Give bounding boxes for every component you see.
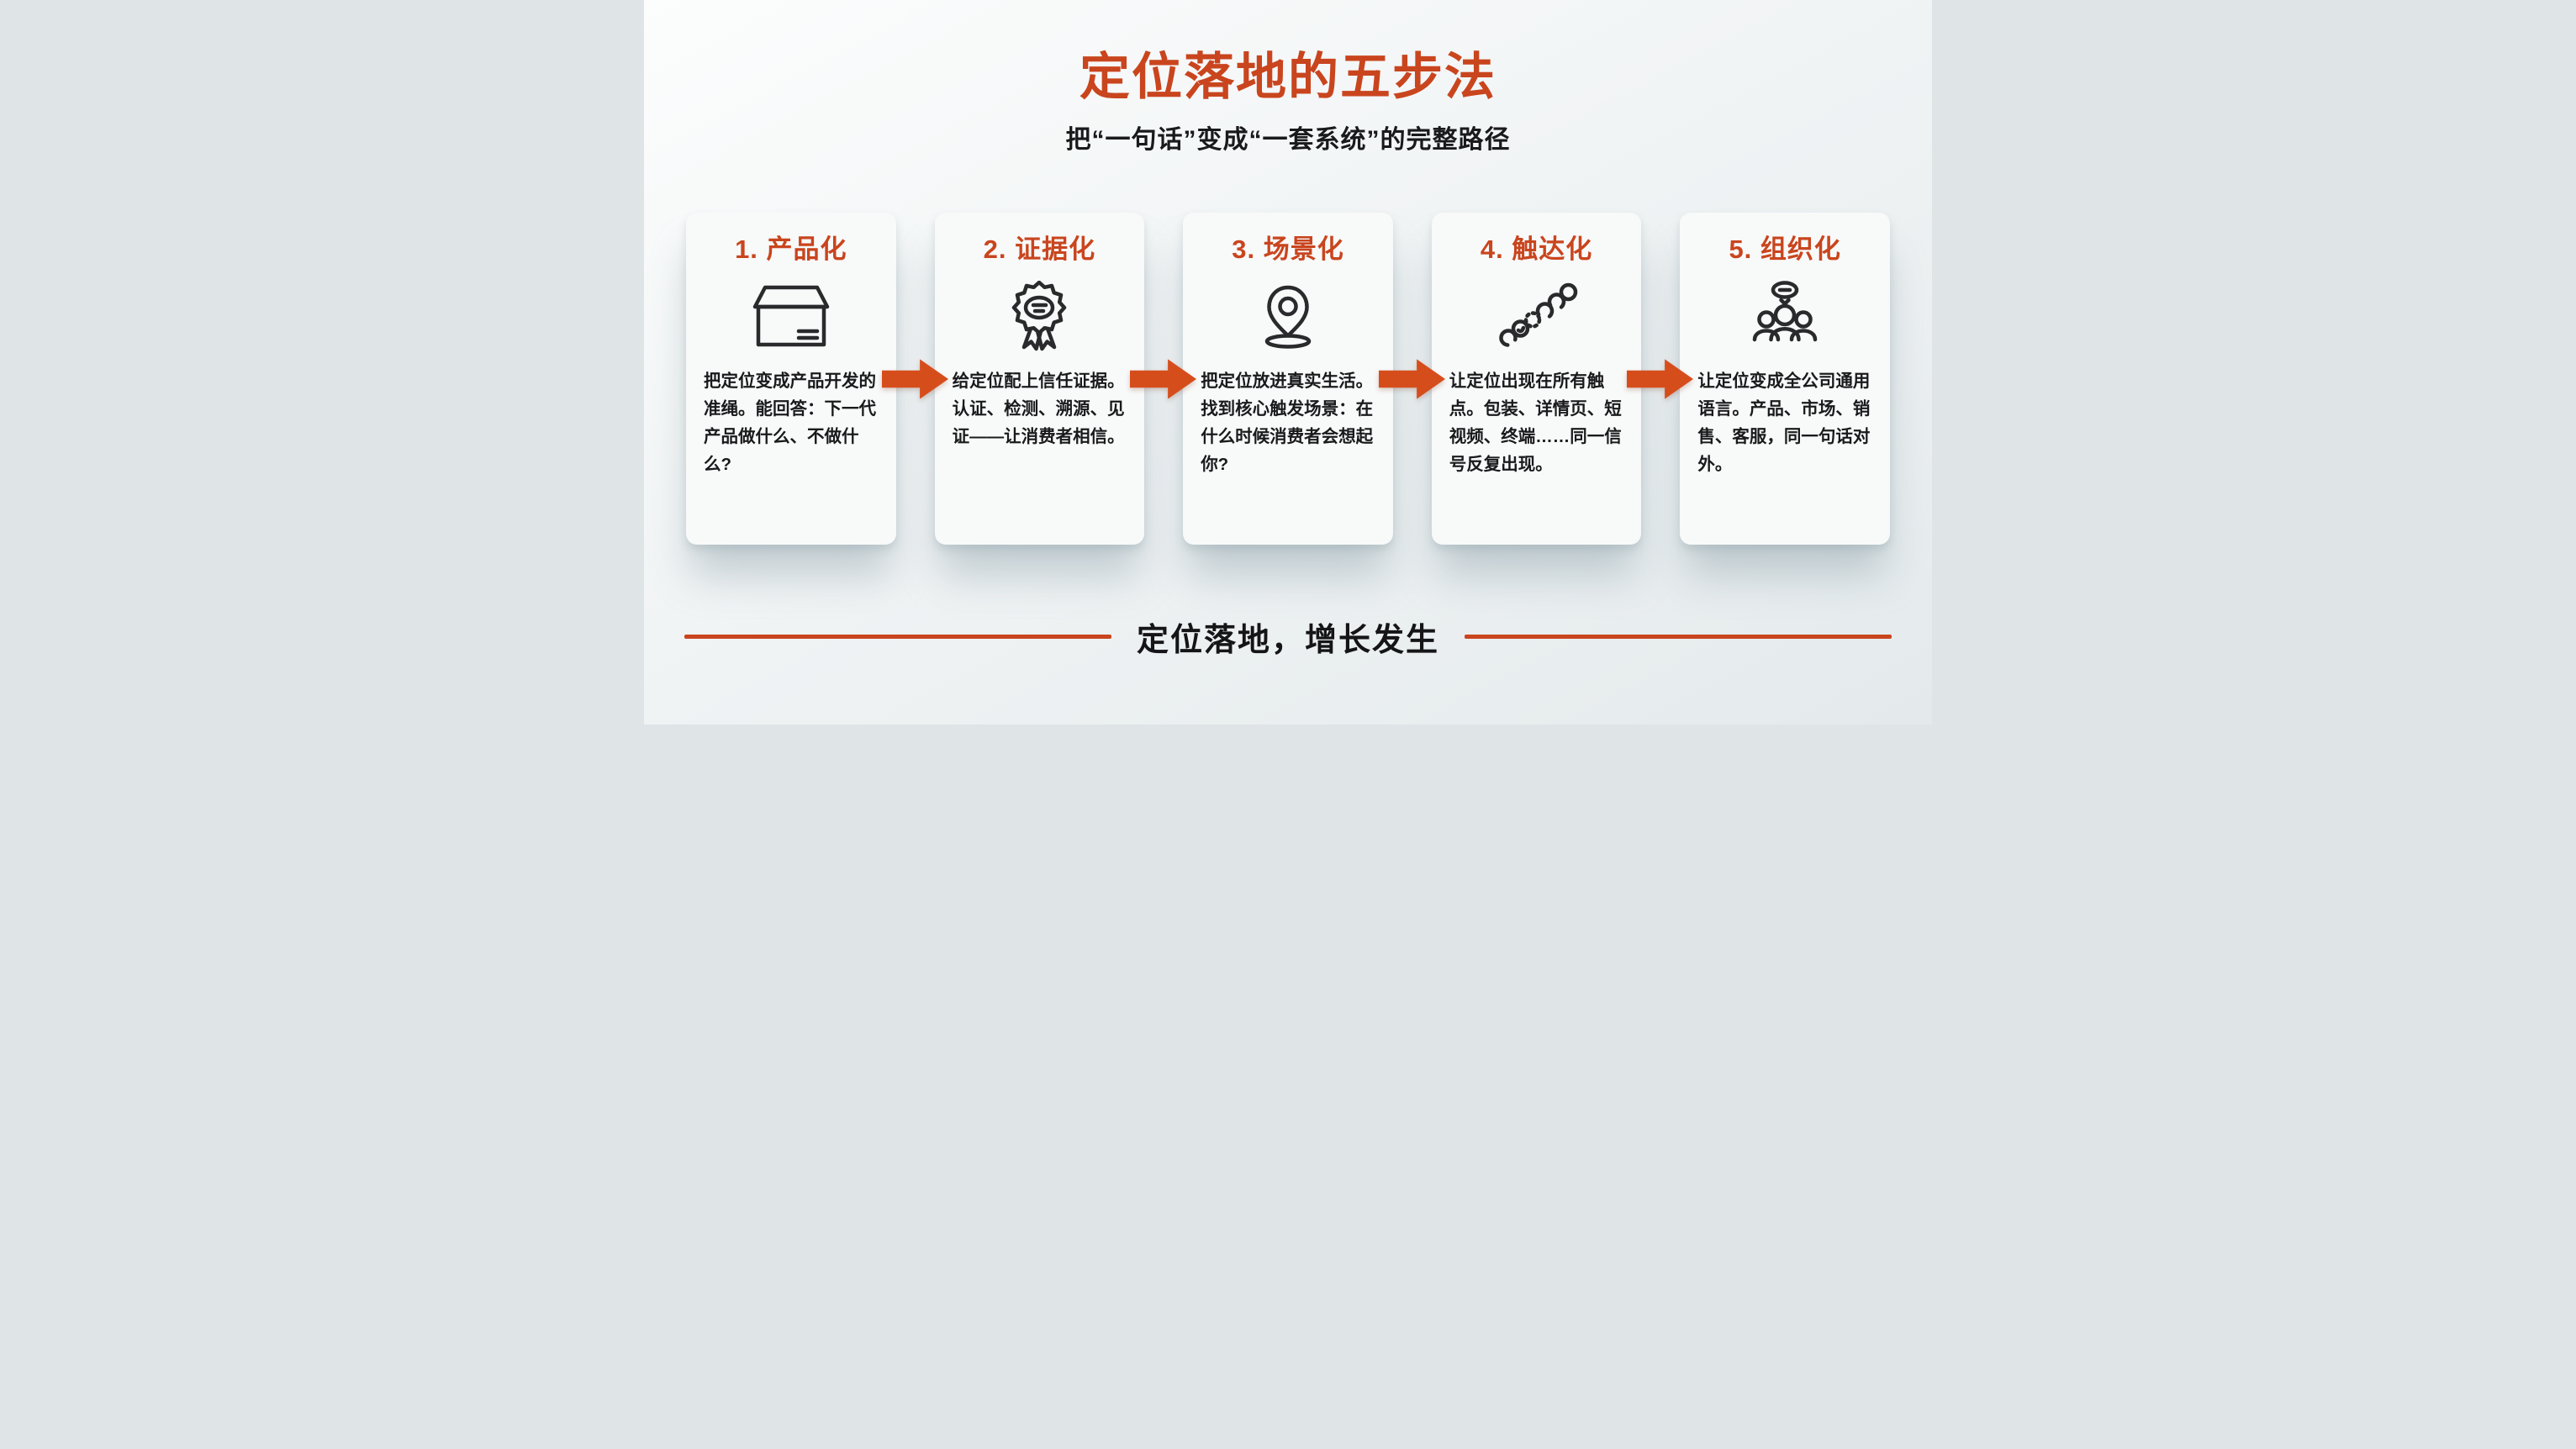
step-description: 给定位配上信任证据。认证、检测、溯源、见证——让消费者相信。 [952,371,1125,446]
divider-line-left [684,635,1111,639]
team-speech-icon [1697,265,1872,367]
step-description: 把定位放进真实生活。找到核心触发场景：在什么时候消费者会想起你? [1201,371,1374,474]
arrow-right-icon [1627,358,1694,399]
footer-slogan: 定位落地，增长发生 [1137,623,1440,658]
arrow-slot [1130,213,1197,545]
step-description: 把定位变成产品开发的准绳。能回答：下一代产品做什么、不做什么? [704,371,876,474]
step-title: 4. 触达化 [1480,234,1593,264]
step-title: 1. 产品化 [735,234,847,264]
header: 定位落地的五步法 把“一句话”变成“一套系统”的完整路径 [644,0,1932,155]
location-pin-icon [1201,265,1375,367]
arrow-slot [881,213,948,545]
divider-line-right [1465,635,1892,639]
touchpoints-chain-icon [1449,265,1624,367]
arrow-right-icon [1130,358,1197,399]
step-card-organize: 5. 组织化 让定位变成全公司通用语言。产品、市场、销售、客服，同一句话对外。 [1680,213,1890,545]
step-description: 让定位出现在所有触点。包装、详情页、短视频、终端……同一信号反复出现。 [1449,371,1622,474]
step-title: 5. 组织化 [1729,234,1841,264]
step-card-scenario: 3. 场景化 把定位放进真实生活。找到核心触发场景：在什么时候消费者会想起你? [1183,213,1393,545]
arrow-slot [1627,213,1694,545]
page-title: 定位落地的五步法 [1079,49,1497,105]
footer: 定位落地，增长发生 [644,614,1932,660]
award-ribbon-icon [953,265,1127,367]
step-card-touchpoints: 4. 触达化 让定位出现在所有触点。包装、详情页、短视频、终端……同一信号反复出… [1431,213,1642,545]
page-subtitle: 把“一句话”变成“一套系统”的完整路径 [1065,126,1511,154]
steps-row: 1. 产品化 把定位变成产品开发的准绳。能回答：下一代产品做什么、不做什么? 2… [644,213,1932,545]
infographic-canvas: 定位落地的五步法 把“一句话”变成“一套系统”的完整路径 1. 产品化 把定位变… [644,0,1932,724]
arrow-slot [1378,213,1445,545]
step-card-evidence: 2. 证据化 给定位配上信任证据。认证、检测、溯源、见证——让消费者相信。 [934,213,1145,545]
step-description: 让定位变成全公司通用语言。产品、市场、销售、客服，同一句话对外。 [1697,371,1871,474]
arrow-right-icon [881,358,948,399]
step-title: 2. 证据化 [983,234,1096,264]
arrow-right-icon [1378,358,1445,399]
box-icon [704,265,879,367]
step-title: 3. 场景化 [1232,234,1344,264]
step-card-productize: 1. 产品化 把定位变成产品开发的准绳。能回答：下一代产品做什么、不做什么? [686,213,896,545]
